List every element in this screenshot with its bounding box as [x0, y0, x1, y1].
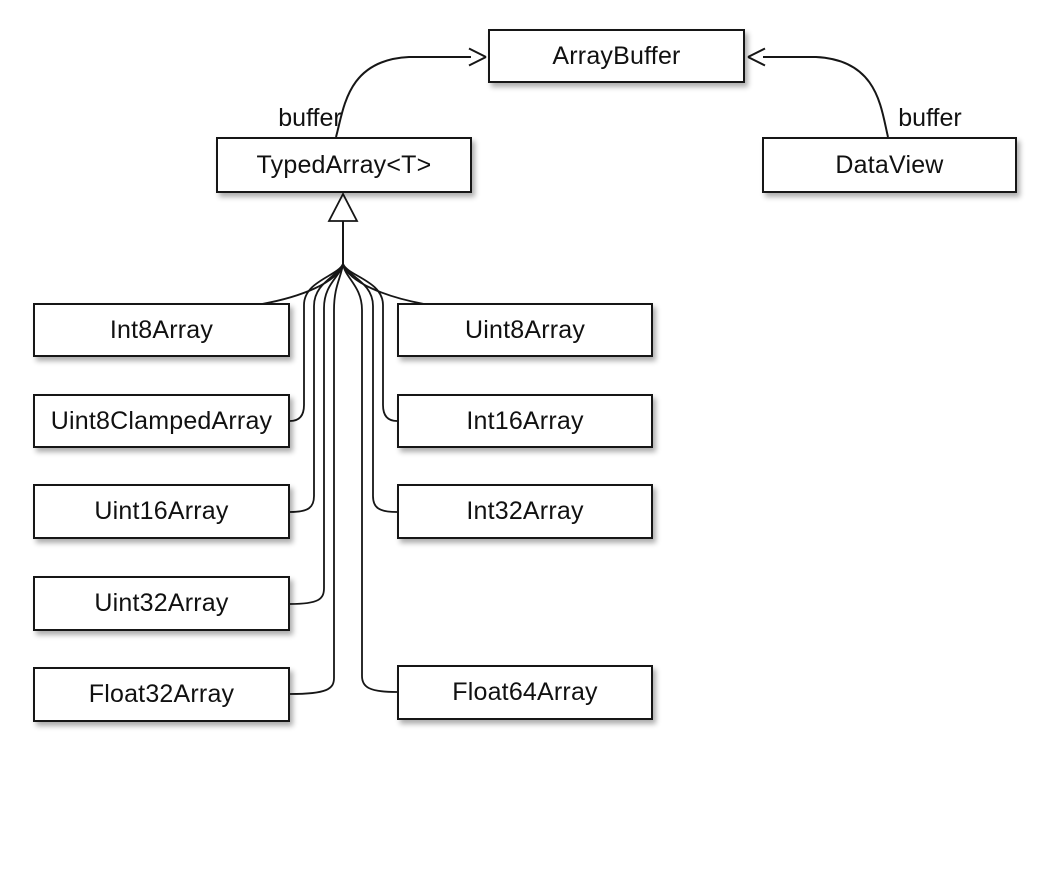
node-label: Int8Array [109, 315, 214, 344]
node-label: TypedArray<T> [256, 150, 432, 179]
open-arrowhead-icon [468, 47, 487, 67]
node-uint8array: Uint8Array [397, 303, 653, 357]
open-arrowhead-icon [747, 47, 766, 67]
node-label: Uint8ClampedArray [50, 406, 273, 435]
node-label: DataView [835, 150, 944, 179]
node-label: Uint8Array [464, 315, 586, 344]
node-float64array: Float64Array [397, 665, 653, 720]
edge-uint8clampedarray [289, 263, 344, 422]
node-dataview: DataView [762, 137, 1017, 193]
node-label: ArrayBuffer [552, 41, 681, 70]
node-uint8clampedarray: Uint8ClampedArray [33, 394, 290, 448]
edge-float32array [289, 263, 344, 695]
node-uint32array: Uint32Array [33, 576, 290, 631]
node-label: Int16Array [466, 406, 584, 435]
edge-int16array [342, 263, 398, 422]
edge-uint8array [342, 263, 425, 305]
edge-typedarray-to-arraybuffer [335, 56, 471, 138]
edge-dataview-to-arraybuffer [763, 56, 889, 138]
edge-float64array [342, 263, 398, 693]
node-label: Float32Array [88, 680, 235, 708]
node-int8array: Int8Array [33, 303, 290, 357]
edge-label-buffer-typedarray: buffer [278, 104, 342, 132]
node-typedarray: TypedArray<T> [216, 137, 472, 193]
node-label: Float64Array [452, 678, 598, 706]
edge-uint16array [289, 263, 344, 513]
edge-uint32array [289, 263, 344, 605]
edge-int32array [342, 263, 398, 513]
node-float32array: Float32Array [33, 667, 290, 722]
node-label: Uint16Array [94, 497, 229, 525]
node-int16array: Int16Array [397, 394, 653, 448]
node-uint16array: Uint16Array [33, 484, 290, 539]
node-label: Int32Array [466, 497, 584, 525]
generalization-triangle-icon [327, 192, 359, 222]
node-label: Uint32Array [94, 589, 229, 617]
node-arraybuffer: ArrayBuffer [488, 29, 745, 83]
node-int32array: Int32Array [397, 484, 653, 539]
edge-label-buffer-dataview: buffer [898, 104, 962, 132]
